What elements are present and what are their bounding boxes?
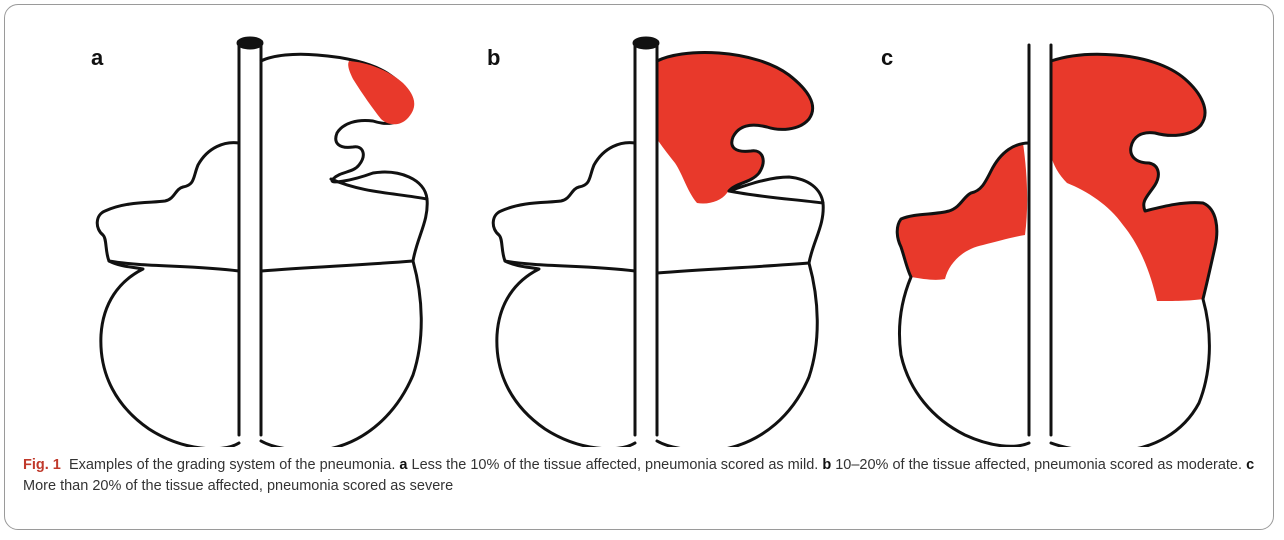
affected-area-left xyxy=(897,143,1027,280)
trachea-opening xyxy=(238,38,262,48)
trachea xyxy=(1029,45,1051,435)
caption-letter-b: b xyxy=(822,457,831,473)
trachea xyxy=(635,45,657,435)
trachea-opening xyxy=(634,38,658,48)
figure-caption: Fig. 1 Examples of the grading system of… xyxy=(23,455,1263,497)
figure-label: Fig. 1 xyxy=(23,457,61,473)
panel-a: a xyxy=(33,15,433,447)
caption-letter-c: c xyxy=(1246,457,1254,473)
trachea xyxy=(239,45,261,435)
right-lower-fissure xyxy=(261,261,413,271)
lung-drawing-b xyxy=(429,15,829,447)
caption-text-a: Less the 10% of the tissue affected, pne… xyxy=(412,457,819,473)
caption-text-b: 10–20% of the tissue affected, pneumonia… xyxy=(835,457,1242,473)
caption-letter-a: a xyxy=(399,457,407,473)
panel-letter-a: a xyxy=(91,45,103,71)
caption-text-c: More than 20% of the tissue affected, pn… xyxy=(23,478,453,494)
panel-b: b xyxy=(429,15,829,447)
panel-c: c xyxy=(823,15,1223,447)
lung-drawing-a xyxy=(33,15,433,447)
right-lower-fissure xyxy=(657,263,809,273)
left-lung-outline xyxy=(493,143,635,447)
lung-drawing-c xyxy=(823,15,1223,447)
caption-intro: Examples of the grading system of the pn… xyxy=(69,457,395,473)
panel-letter-b: b xyxy=(487,45,500,71)
right-middle-fissure xyxy=(729,191,823,203)
panel-letter-c: c xyxy=(881,45,893,71)
figure-frame: a b xyxy=(4,4,1274,530)
affected-area-right xyxy=(1051,54,1217,301)
left-lung-outline xyxy=(97,143,239,447)
affected-area xyxy=(348,61,414,124)
